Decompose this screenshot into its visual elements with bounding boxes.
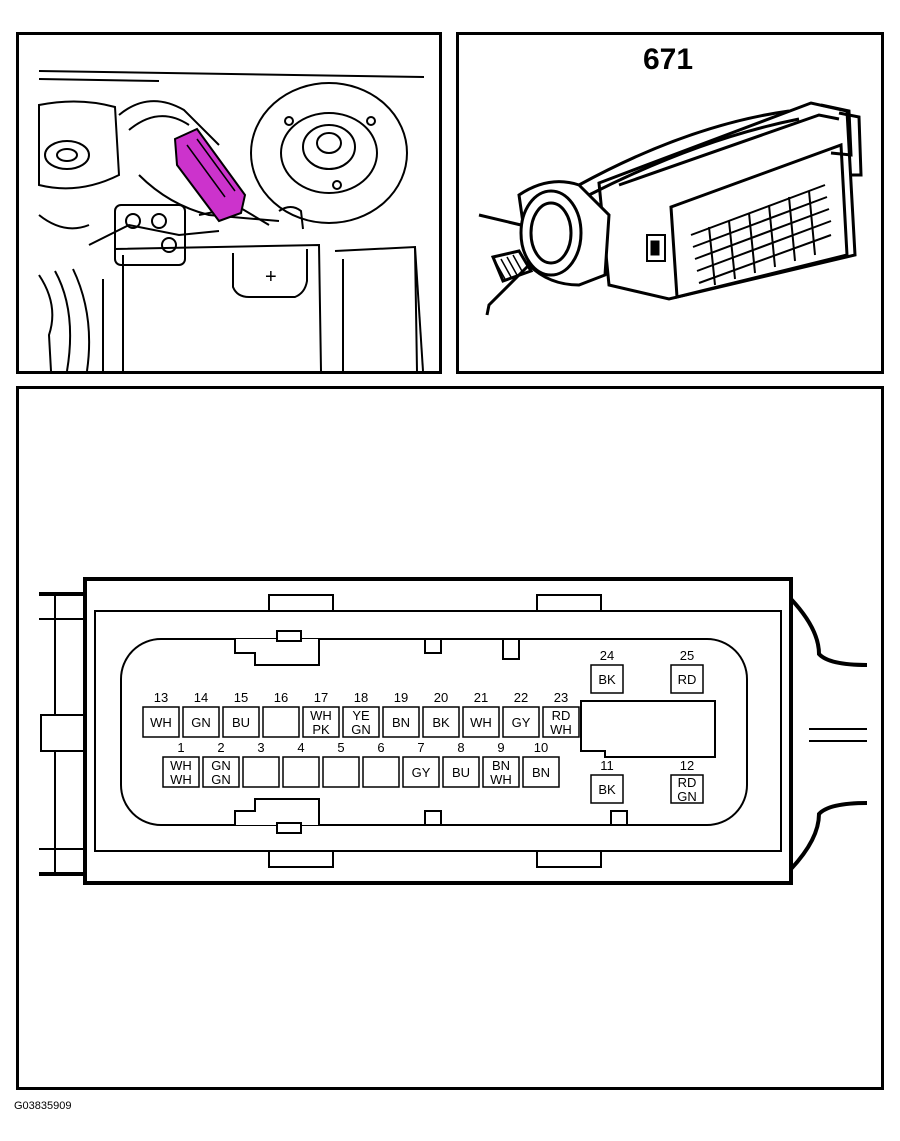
pin-7: 7GY	[402, 740, 440, 788]
pin-number: 17	[314, 690, 328, 705]
wire-color-stripe: GN	[211, 772, 231, 787]
wire-color: GY	[412, 765, 431, 780]
wire-color: BK	[598, 672, 616, 687]
location-view-panel: +	[16, 32, 442, 374]
wire-color: YE	[352, 708, 370, 723]
pin-5: 5	[322, 740, 360, 788]
figure-id: G03835909	[14, 1100, 72, 1112]
pin-number: 4	[297, 740, 304, 755]
connector-number-label: 671	[642, 43, 694, 76]
wire-color-stripe: WH	[550, 722, 572, 737]
wire-color-stripe: WH	[490, 772, 512, 787]
pin-number: 9	[497, 740, 504, 755]
pin-number: 19	[394, 690, 408, 705]
pin-number: 6	[377, 740, 384, 755]
pin-number: 23	[554, 690, 568, 705]
wire-color: BU	[232, 715, 250, 730]
pin-number: 8	[457, 740, 464, 755]
wire-color: BU	[452, 765, 470, 780]
connector-view-panel: 671	[456, 32, 884, 374]
pin-number: 10	[534, 740, 548, 755]
wire-color: GN	[211, 758, 231, 773]
wire-color: WH	[470, 715, 492, 730]
wire-color: BN	[532, 765, 550, 780]
pin-number: 18	[354, 690, 368, 705]
pin-number: 7	[417, 740, 424, 755]
pin-16: 16	[262, 690, 300, 738]
pin-number: 11	[600, 758, 614, 773]
pin-number: 21	[474, 690, 488, 705]
engine-bay-illustration: +	[38, 70, 425, 371]
pin-3: 3	[242, 740, 280, 788]
pin-6: 6	[362, 740, 400, 788]
wire-color: GN	[191, 715, 211, 730]
wire-color-stripe: PK	[312, 722, 330, 737]
wire-color: RD	[552, 708, 571, 723]
wire-color: GY	[512, 715, 531, 730]
wire-color: WH	[150, 715, 172, 730]
pin-number: 14	[194, 690, 208, 705]
pin-4: 4	[282, 740, 320, 788]
wire-color: BN	[392, 715, 410, 730]
wire-color: RD	[678, 672, 697, 687]
pin-number: 1	[177, 740, 184, 755]
wire-color-stripe: GN	[677, 789, 697, 804]
wire-color: WH	[310, 708, 332, 723]
pin-number: 13	[154, 690, 168, 705]
pin-8: 8BU	[442, 740, 480, 788]
wire-color: WH	[170, 758, 192, 773]
wire-color: RD	[678, 775, 697, 790]
pin-number: 22	[514, 690, 528, 705]
svg-text:+: +	[265, 266, 277, 288]
wire-color-stripe: WH	[170, 772, 192, 787]
wire-color: BN	[492, 758, 510, 773]
pin-number: 25	[680, 648, 694, 663]
wire-color: BK	[598, 782, 616, 797]
pin-number: 12	[680, 758, 694, 773]
pin-number: 24	[600, 648, 614, 663]
wire-color: BK	[432, 715, 450, 730]
pin-number: 2	[217, 740, 224, 755]
pin-number: 20	[434, 690, 448, 705]
pin-number: 5	[337, 740, 344, 755]
connector-illustration	[478, 101, 863, 316]
wire-color-stripe: GN	[351, 722, 371, 737]
pin-number: 3	[257, 740, 264, 755]
pin-number: 16	[274, 690, 288, 705]
pin-number: 15	[234, 690, 248, 705]
